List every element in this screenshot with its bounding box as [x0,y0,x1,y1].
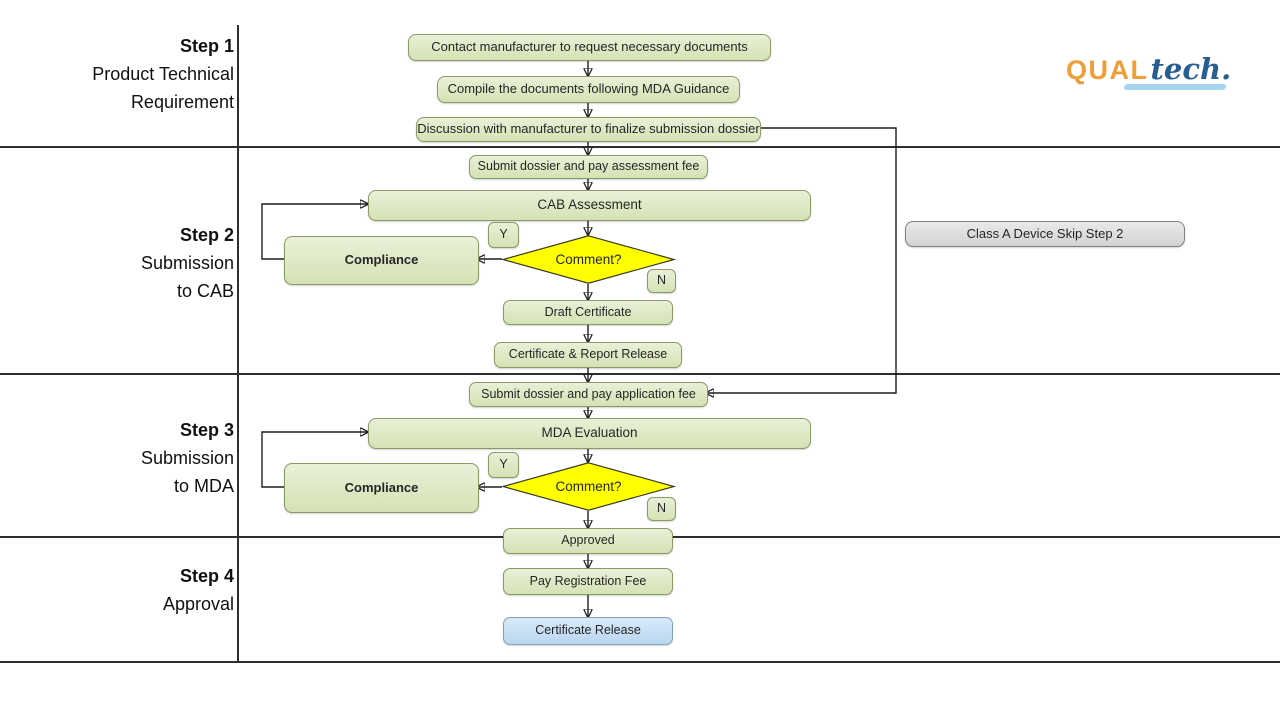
step-subtitle-line: Requirement [130,92,234,112]
decision-label: Comment? [555,479,622,494]
note-class-a-skip-step-2: Class A Device Skip Step 2 [905,221,1185,247]
node-pay-registration-fee: Pay Registration Fee [503,568,673,595]
step-title: Step 1 [179,36,234,56]
node-approved: Approved [503,528,673,554]
step-divider-2 [0,373,1280,375]
node-compliance-mda: Compliance [284,463,479,513]
step-subtitle-line: to CAB [176,281,234,301]
step-subtitle-line: Submission [140,448,234,468]
node-submit-application-fee: Submit dossier and pay application fee [469,382,708,407]
step-subtitle-line: Submission [140,253,234,273]
step-4-label: Step 4 Approval [0,562,234,618]
node-compliance-cab: Compliance [284,236,479,285]
decision-comment-mda: Comment? [500,462,677,511]
node-mda-evaluation: MDA Evaluation [368,418,811,449]
step-title: Step 4 [179,566,234,586]
node-compile-documents: Compile the documents following MDA Guid… [437,76,740,103]
step-subtitle-line: to MDA [173,476,234,496]
arrow-class-a-bypass [706,127,897,393]
node-cab-assessment: CAB Assessment [368,190,811,221]
node-submit-assessment-fee: Submit dossier and pay assessment fee [469,155,708,179]
step-divider-4 [0,661,1280,663]
step-2-label: Step 2 Submission to CAB [0,221,234,305]
node-certificate-release: Certificate Release [503,617,673,645]
node-certificate-report-release: Certificate & Report Release [494,342,682,368]
node-contact-manufacturer: Contact manufacturer to request necessar… [408,34,771,61]
step-1-label: Step 1 Product Technical Requirement [0,32,234,116]
diamond-shape [500,462,677,511]
label-yes-cab: Y [488,222,519,248]
label-yes-mda: Y [488,452,519,478]
step-divider-1 [0,146,1280,148]
logo-tech-text: tech. [1150,52,1232,86]
label-column-divider [237,25,239,663]
label-no-mda: N [647,497,676,521]
step-3-label: Step 3 Submission to MDA [0,416,234,500]
step-subtitle-line: Product Technical [92,64,234,84]
step-title: Step 3 [179,420,234,440]
node-discussion-finalize-dossier: Discussion with manufacturer to finalize… [416,117,761,142]
step-subtitle-line: Approval [162,594,234,614]
label-no-cab: N [647,269,676,293]
node-draft-certificate: Draft Certificate [503,300,673,325]
decision-comment-cab: Comment? [500,235,677,284]
diamond-shape [500,235,677,284]
qualtech-logo: QUALtech. [1066,52,1232,90]
logo-qual-text: QUAL [1066,55,1149,85]
step-title: Step 2 [179,225,234,245]
decision-label: Comment? [555,252,622,267]
